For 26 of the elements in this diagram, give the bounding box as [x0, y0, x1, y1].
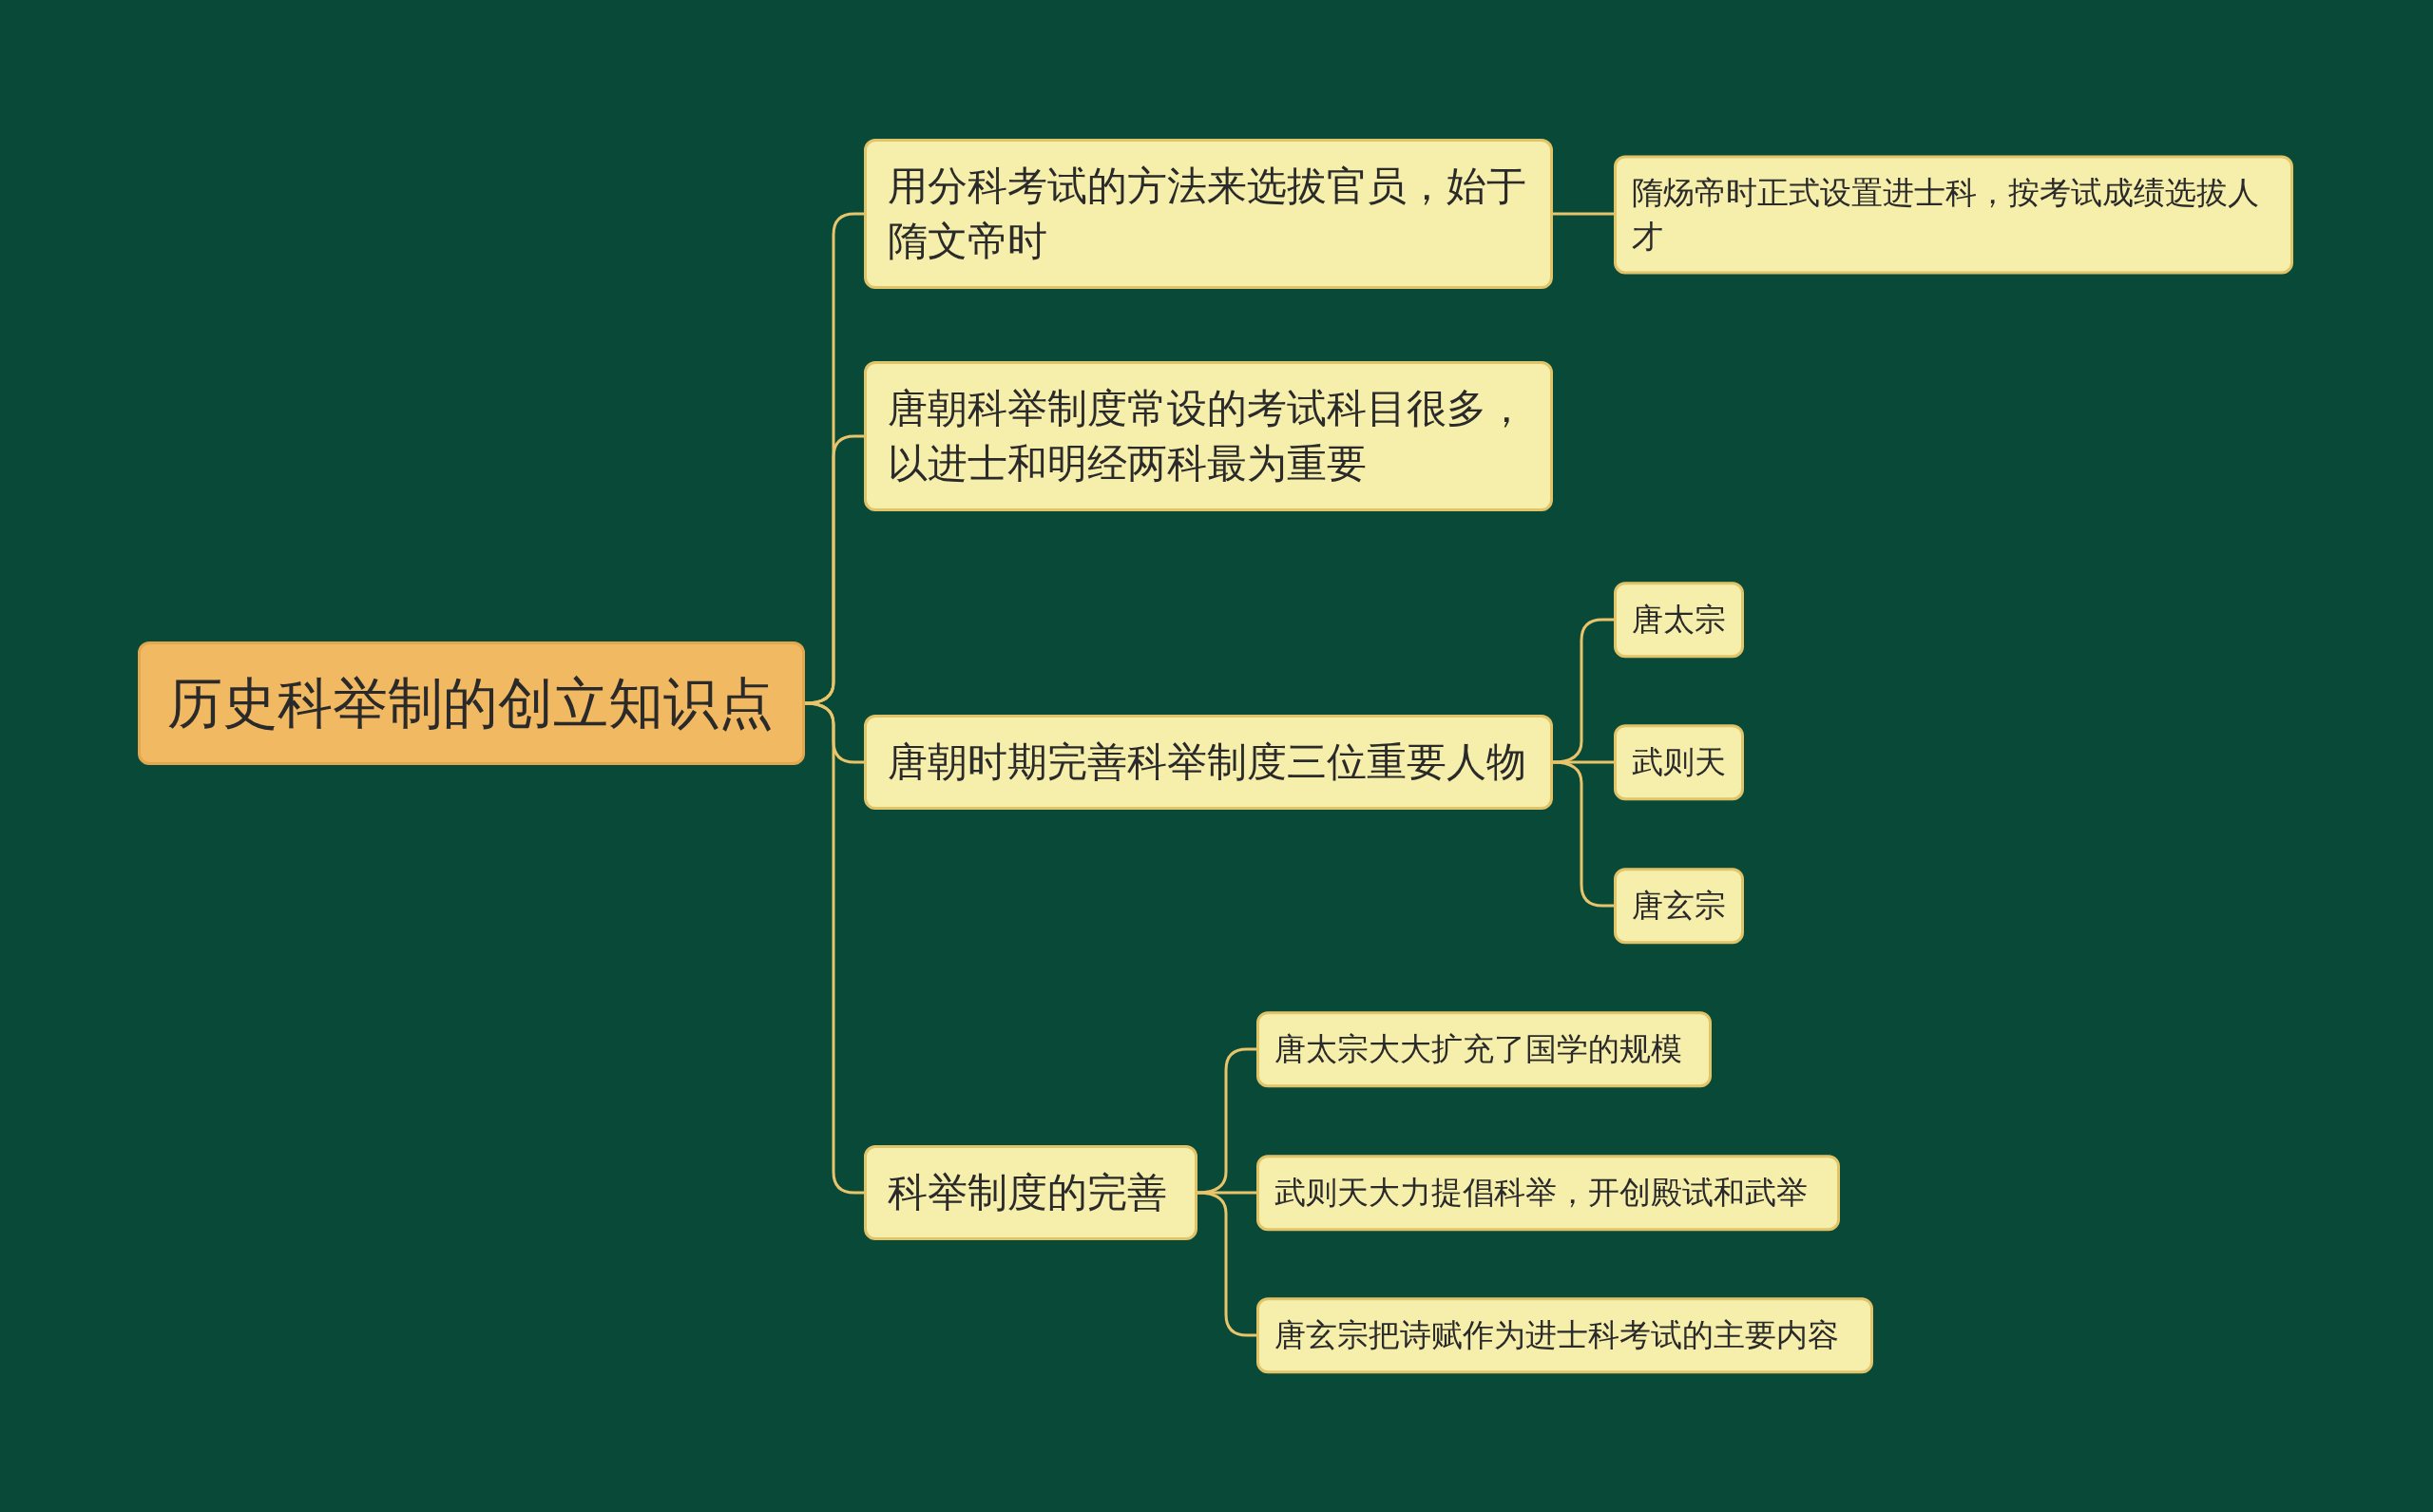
topic-text: 唐太宗 [1632, 600, 1726, 641]
topic-text: 唐朝科举制度常设的考试科目很多，以进士和明经两科最为重要 [888, 384, 1527, 488]
topic-box [1614, 724, 1744, 800]
connector-line [804, 434, 864, 705]
topic-text: 武则天大力提倡科举，开创殿试和武举 [1274, 1173, 1809, 1214]
topic-box [864, 1145, 1197, 1240]
topic-box [1256, 1155, 1840, 1231]
topic-box [864, 139, 1553, 289]
topic-text: 隋炀帝时正式设置进士科，按考试成绩选拔人才 [1632, 173, 2260, 257]
topic-text: 历史科举制的创立知识点 [167, 670, 775, 737]
topic-box [1256, 1297, 1873, 1373]
topic-box [1614, 582, 1744, 658]
topic-box [864, 715, 1553, 810]
topic-box [1614, 868, 1744, 944]
topic-text: 唐朝时期完善科举制度三位重要人物 [888, 737, 1527, 787]
topic-text: 唐太宗大大扩充了国学的规模 [1274, 1029, 1683, 1070]
topic-text: 武则天 [1632, 742, 1726, 783]
topic-box [864, 361, 1553, 511]
root-topic-box [138, 641, 805, 765]
topic-text: 用分科考试的方法来选拔官员，始于隋文帝时 [888, 162, 1527, 266]
topic-text: 唐玄宗 [1632, 886, 1726, 927]
topic-text: 科举制度的完善 [888, 1168, 1168, 1217]
topic-box [1614, 155, 2293, 275]
topic-box [1256, 1011, 1712, 1087]
topic-text: 唐玄宗把诗赋作为进士科考试的主要内容 [1274, 1315, 1840, 1356]
connector-line [1553, 212, 1614, 216]
